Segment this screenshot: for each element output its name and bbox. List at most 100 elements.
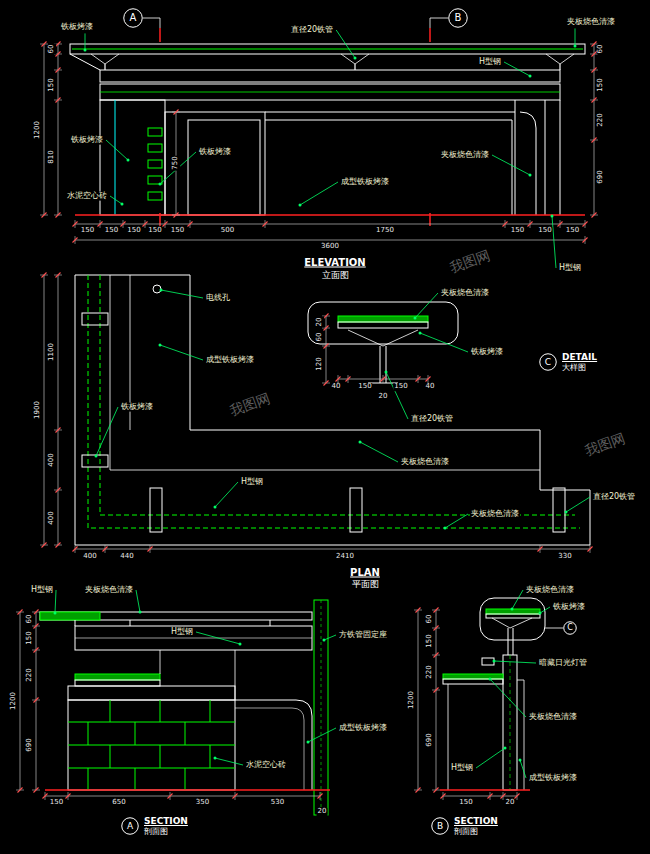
steel-plate xyxy=(75,680,160,686)
marker-circle: A xyxy=(123,8,143,28)
dimension-value: 690 xyxy=(426,732,434,747)
leader-line xyxy=(308,728,336,742)
dimension-tick xyxy=(416,788,421,793)
steel-pipe xyxy=(508,628,513,655)
dimension-value: 40 xyxy=(425,383,436,391)
view-title: SECTION xyxy=(454,816,498,827)
section-marker: BSECTION剖面图 xyxy=(431,816,498,836)
marker-circle-shape xyxy=(122,818,139,835)
dimension-value: 220 xyxy=(426,664,434,679)
callout-text: H型钢 xyxy=(240,478,264,487)
dimension-tick xyxy=(56,543,61,548)
dimension-tick xyxy=(174,110,179,115)
section-cut-mark xyxy=(159,28,161,226)
leader-dot xyxy=(489,678,492,681)
brick-joint xyxy=(160,745,161,768)
dimension-tick xyxy=(103,547,108,552)
marker-circle: C xyxy=(563,621,577,635)
dimension-value: 150 xyxy=(537,227,552,235)
dimension-value: 150 xyxy=(170,227,185,235)
dimension-line xyxy=(44,275,45,545)
ground-line xyxy=(75,214,585,216)
leader-line xyxy=(540,607,550,613)
leader-dot xyxy=(239,643,242,646)
dimension-value: 60 xyxy=(48,44,56,55)
dimension-value: 350 xyxy=(195,799,210,807)
dimension-tick xyxy=(434,626,439,631)
dimension-tick xyxy=(56,98,61,103)
dimension-value: 20 xyxy=(505,799,516,807)
h-beam-column xyxy=(503,655,517,790)
dimension-tick xyxy=(346,377,351,382)
view-title: ELEVATION xyxy=(303,257,366,268)
dimension-value: 150 xyxy=(357,383,372,391)
formed-panel xyxy=(235,708,304,790)
leader-line xyxy=(566,497,590,512)
marker-circle: B xyxy=(431,817,449,835)
dimension-line xyxy=(58,275,59,545)
dimension-value: 150 xyxy=(565,227,580,235)
callout-text: H型钢 xyxy=(450,764,474,773)
marker-circle-shape xyxy=(124,9,143,28)
dimension-tick xyxy=(503,222,508,227)
leader-line xyxy=(161,290,203,298)
marker-circle-shape xyxy=(540,354,557,371)
dimension-value: 1200 xyxy=(10,691,18,711)
leader-line xyxy=(215,482,238,507)
dimension-tick xyxy=(583,222,588,227)
leader-line xyxy=(494,661,536,663)
leader-dot xyxy=(359,441,362,444)
support-post xyxy=(75,620,270,626)
dimension-value: 150 xyxy=(48,77,56,92)
dimension-tick xyxy=(558,222,563,227)
steel-pad xyxy=(350,488,362,532)
support-bracket xyxy=(341,54,369,64)
leader-line xyxy=(110,196,122,204)
leader-dot xyxy=(121,203,124,206)
section-leader xyxy=(143,18,160,28)
dimension-tick xyxy=(488,794,493,799)
dimension-tick xyxy=(42,42,47,47)
callout-text: 夹板烧色清漆 xyxy=(470,510,520,519)
dimension-tick xyxy=(98,222,103,227)
detail-leader xyxy=(545,628,563,629)
dimension-tick xyxy=(441,794,446,799)
dimension-value: 3600 xyxy=(320,243,340,251)
dimension-tick xyxy=(34,648,39,653)
dimension-tick xyxy=(501,794,506,799)
leader-dot xyxy=(214,757,217,760)
dimension-value: 60 xyxy=(426,614,434,625)
dimension-value: 150 xyxy=(80,227,95,235)
h-beam-web xyxy=(100,92,560,93)
dimension-tick xyxy=(592,213,597,218)
dimension-tick xyxy=(56,68,61,73)
dimension-value: 150 xyxy=(104,227,119,235)
dimension-tick xyxy=(174,213,179,218)
dimension-tick xyxy=(121,222,126,227)
leader-line xyxy=(552,216,556,268)
hidden-h-beam xyxy=(100,275,575,515)
leader-dot xyxy=(214,506,217,509)
dimension-value: 400 xyxy=(48,510,56,525)
brick-wall xyxy=(68,700,235,790)
marker-letter: A xyxy=(127,821,133,830)
dimension-line xyxy=(418,610,419,790)
callout-text: 水泥空心砖 xyxy=(66,192,108,201)
cable-hole xyxy=(153,285,161,293)
view-title: SECTION xyxy=(144,816,188,827)
leader-line xyxy=(85,33,86,50)
view-subtitle: 立面图 xyxy=(321,271,350,281)
leader-line xyxy=(445,514,468,528)
steel-pad xyxy=(553,488,565,532)
step-block xyxy=(148,128,162,136)
dimension-value: 150 xyxy=(26,630,34,645)
h-beam xyxy=(100,70,560,82)
brick-joint xyxy=(135,722,136,745)
dimension-value: 150 xyxy=(426,633,434,648)
callout-text: 成型铁板烤漆 xyxy=(528,774,578,783)
dimension-tick xyxy=(56,428,61,433)
leader-line xyxy=(490,679,526,717)
dimension-value: 690 xyxy=(597,169,605,184)
leader-dot xyxy=(160,289,163,292)
marker-circle: A xyxy=(121,817,139,835)
